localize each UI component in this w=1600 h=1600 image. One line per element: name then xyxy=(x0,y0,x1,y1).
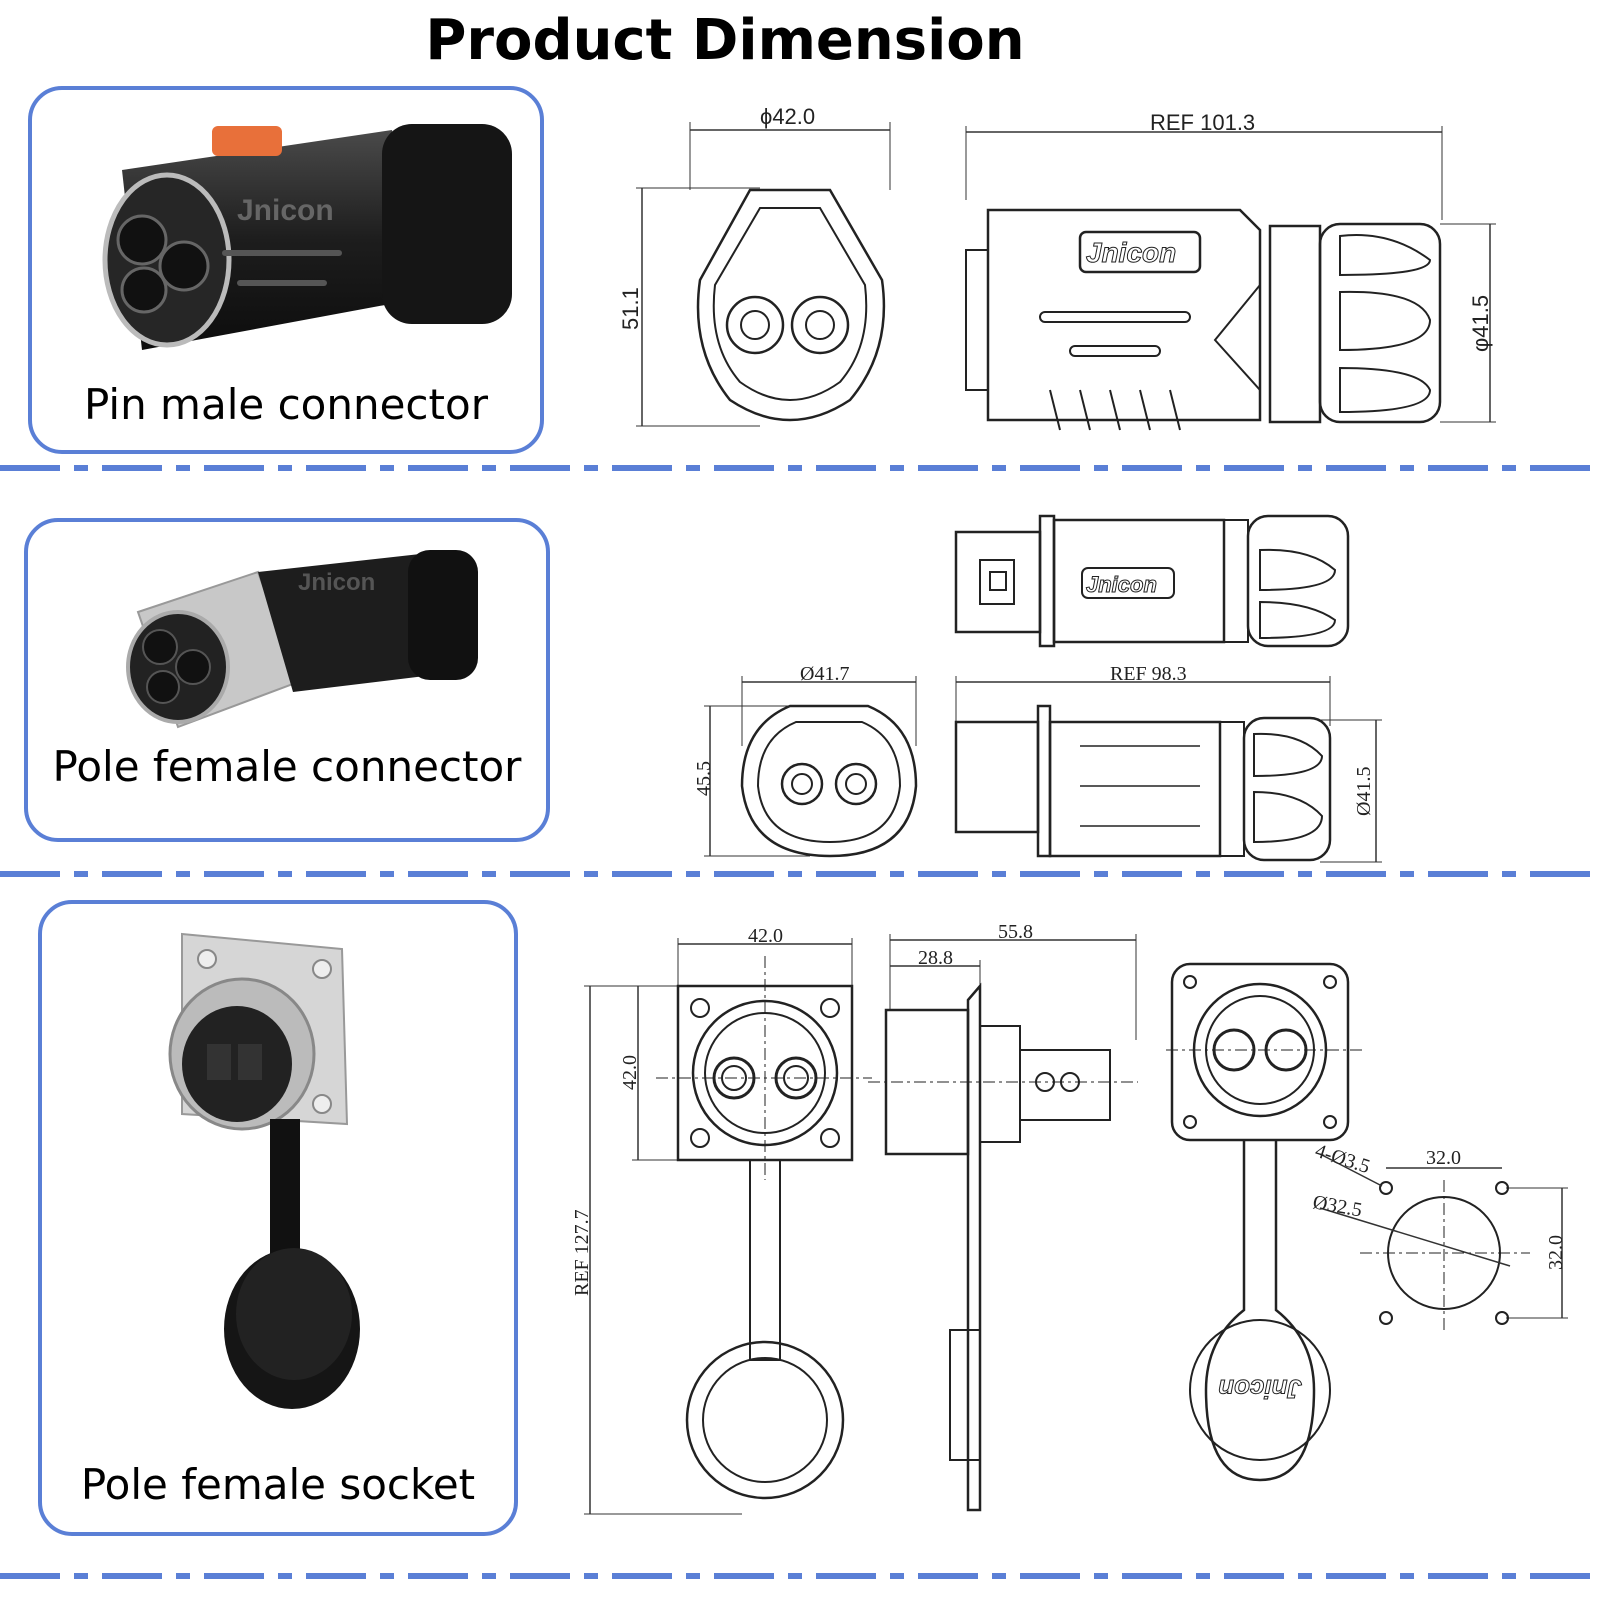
page-title: Product Dimension xyxy=(425,8,1025,73)
section-divider xyxy=(0,1566,1600,1579)
dim-front-height-2: 45.5 xyxy=(693,761,715,796)
pole-female-side-drawing: REF 98.3 Ø41.5 xyxy=(954,663,1382,863)
pin-male-side-drawing: REF 101.3 φ41.5 Jnicon xyxy=(965,110,1496,431)
card-label-pin-male: Pin male connector xyxy=(84,380,488,429)
brand-mark: Jnicon xyxy=(1086,572,1157,597)
panel-cutout-drawing: 32.0 32.0 4-Ø3.5 Ø32.5 xyxy=(1311,1140,1568,1330)
pole-female-front-drawing: Ø41.7 45.5 xyxy=(693,663,918,858)
product-card-pin-male: Jnicon Pin male connector xyxy=(28,86,544,454)
dim-length: REF 101.3 xyxy=(1150,110,1255,135)
dim-flange-height: 42.0 xyxy=(619,1055,641,1090)
pin-male-connector-image: Jnicon xyxy=(102,124,512,350)
dim-depth: 55.8 xyxy=(998,921,1033,943)
socket-front-drawing: 42.0 42.0 REF 127.7 xyxy=(571,925,872,1515)
dim-flange-width: 42.0 xyxy=(748,925,783,947)
dim-front-diameter: ϕ42.0 xyxy=(760,104,815,129)
brand-mark: Jnicon xyxy=(1218,1374,1302,1404)
section-divider xyxy=(0,458,1600,471)
dim-front-height: 51.1 xyxy=(618,287,643,330)
dim-body-diameter-2: Ø41.5 xyxy=(1353,767,1375,816)
brand-mark: Jnicon xyxy=(1086,237,1176,268)
pin-male-front-drawing: ϕ42.0 51.1 xyxy=(618,104,891,427)
product-card-pole-female-socket: Pole female socket xyxy=(38,900,518,1536)
product-card-pole-female-connector: Jnicon Pole female connector xyxy=(24,518,550,842)
dim-hole-spacing-x: 32.0 xyxy=(1426,1147,1461,1169)
section-divider xyxy=(0,864,1600,877)
dim-hole-spacing-y: 32.0 xyxy=(1545,1235,1567,1270)
card-label-pole-female-connector: Pole female connector xyxy=(52,742,522,791)
dim-front-diameter-2: Ø41.7 xyxy=(800,663,849,685)
dim-total-height: REF 127.7 xyxy=(571,1209,593,1296)
brand-mark: Jnicon xyxy=(298,569,375,596)
pole-female-connector-image: Jnicon xyxy=(126,550,478,729)
socket-side-drawing: 55.8 28.8 xyxy=(868,921,1138,1512)
pole-female-top-drawing: Jnicon xyxy=(954,514,1350,648)
brand-mark: Jnicon xyxy=(237,194,334,227)
card-label-pole-female-socket: Pole female socket xyxy=(80,1460,476,1509)
dim-body-diameter: φ41.5 xyxy=(1468,295,1493,352)
pole-female-socket-image xyxy=(168,932,360,1409)
socket-back-drawing: Jnicon xyxy=(1166,962,1366,1482)
dim-length-2: REF 98.3 xyxy=(1110,663,1187,685)
dim-depth-short: 28.8 xyxy=(918,947,953,969)
